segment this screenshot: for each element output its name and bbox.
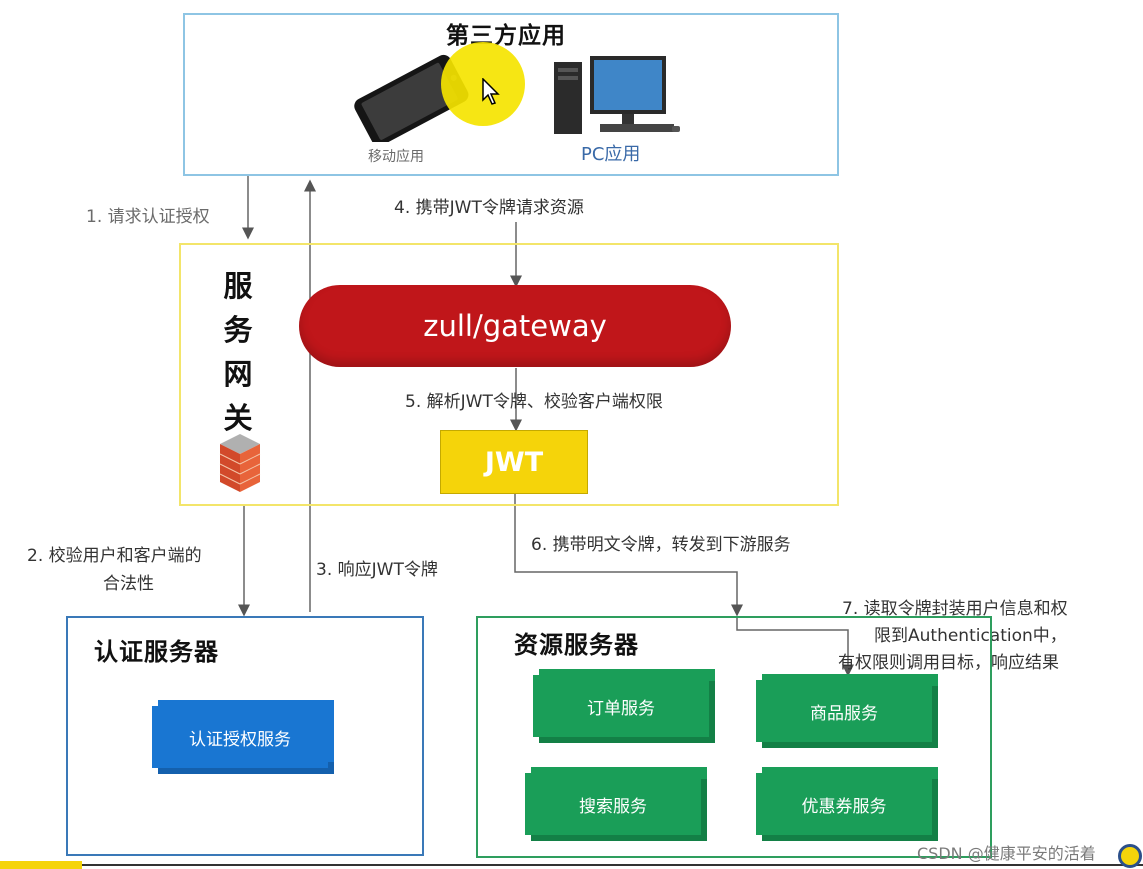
firewall-icon (216, 432, 264, 494)
order-service-node: 订单服务 (533, 675, 709, 737)
gateway-title: 服 务 网 关 (220, 264, 256, 440)
arrow-step-6 (514, 494, 743, 617)
gateway-title-char: 网 (223, 357, 253, 391)
mobile-app-label: 移动应用 (368, 149, 424, 165)
arrow-step-7 (736, 616, 854, 677)
step-5-label: 5. 解析JWT令牌、校验客户端权限 (405, 392, 663, 412)
step-7-label-line3: 有权限则调用目标，响应结果 (838, 653, 1059, 673)
auth-service-node: 认证授权服务 (152, 706, 328, 768)
gateway-title-char: 服 (223, 269, 253, 303)
pc-computer-icon (554, 56, 684, 138)
zull-gateway-node: zull/gateway (299, 285, 731, 367)
bottom-divider (0, 864, 1143, 866)
step-7-label-line1: 7. 读取令牌封装用户信息和权 (842, 599, 1068, 619)
gateway-title-char: 关 (223, 401, 253, 435)
search-service-node: 搜索服务 (525, 773, 701, 835)
resource-server-box (476, 616, 992, 858)
mouse-cursor-icon (482, 77, 502, 110)
step-1-label: 1. 请求认证授权 (86, 207, 210, 227)
step-2-label-line2: 合法性 (103, 574, 154, 594)
third-party-title: 第三方应用 (446, 23, 566, 49)
step-2-label-line1: 2. 校验用户和客户端的 (27, 546, 202, 566)
coupon-service-node: 优惠券服务 (756, 773, 932, 835)
corner-logo-icon (1118, 844, 1142, 868)
third-party-box (183, 13, 839, 176)
gateway-title-char: 务 (223, 313, 253, 347)
product-service-node: 商品服务 (756, 680, 932, 742)
pc-app-label: PC应用 (581, 144, 641, 165)
step-7-label-line2: 限到Authentication中， (874, 626, 1067, 646)
bottom-yellow-bar (0, 861, 82, 869)
gateway-box (179, 243, 839, 506)
step-3-label: 3. 响应JWT令牌 (316, 560, 438, 580)
step-6-label: 6. 携带明文令牌，转发到下游服务 (531, 535, 791, 555)
csdn-watermark: CSDN @健康平安的活着 (917, 844, 1096, 863)
auth-server-title: 认证服务器 (94, 638, 219, 666)
resource-server-title: 资源服务器 (514, 631, 639, 659)
step-4-label: 4. 携带JWT令牌请求资源 (394, 198, 584, 218)
auth-server-box (66, 616, 424, 856)
jwt-node: JWT (440, 430, 588, 494)
